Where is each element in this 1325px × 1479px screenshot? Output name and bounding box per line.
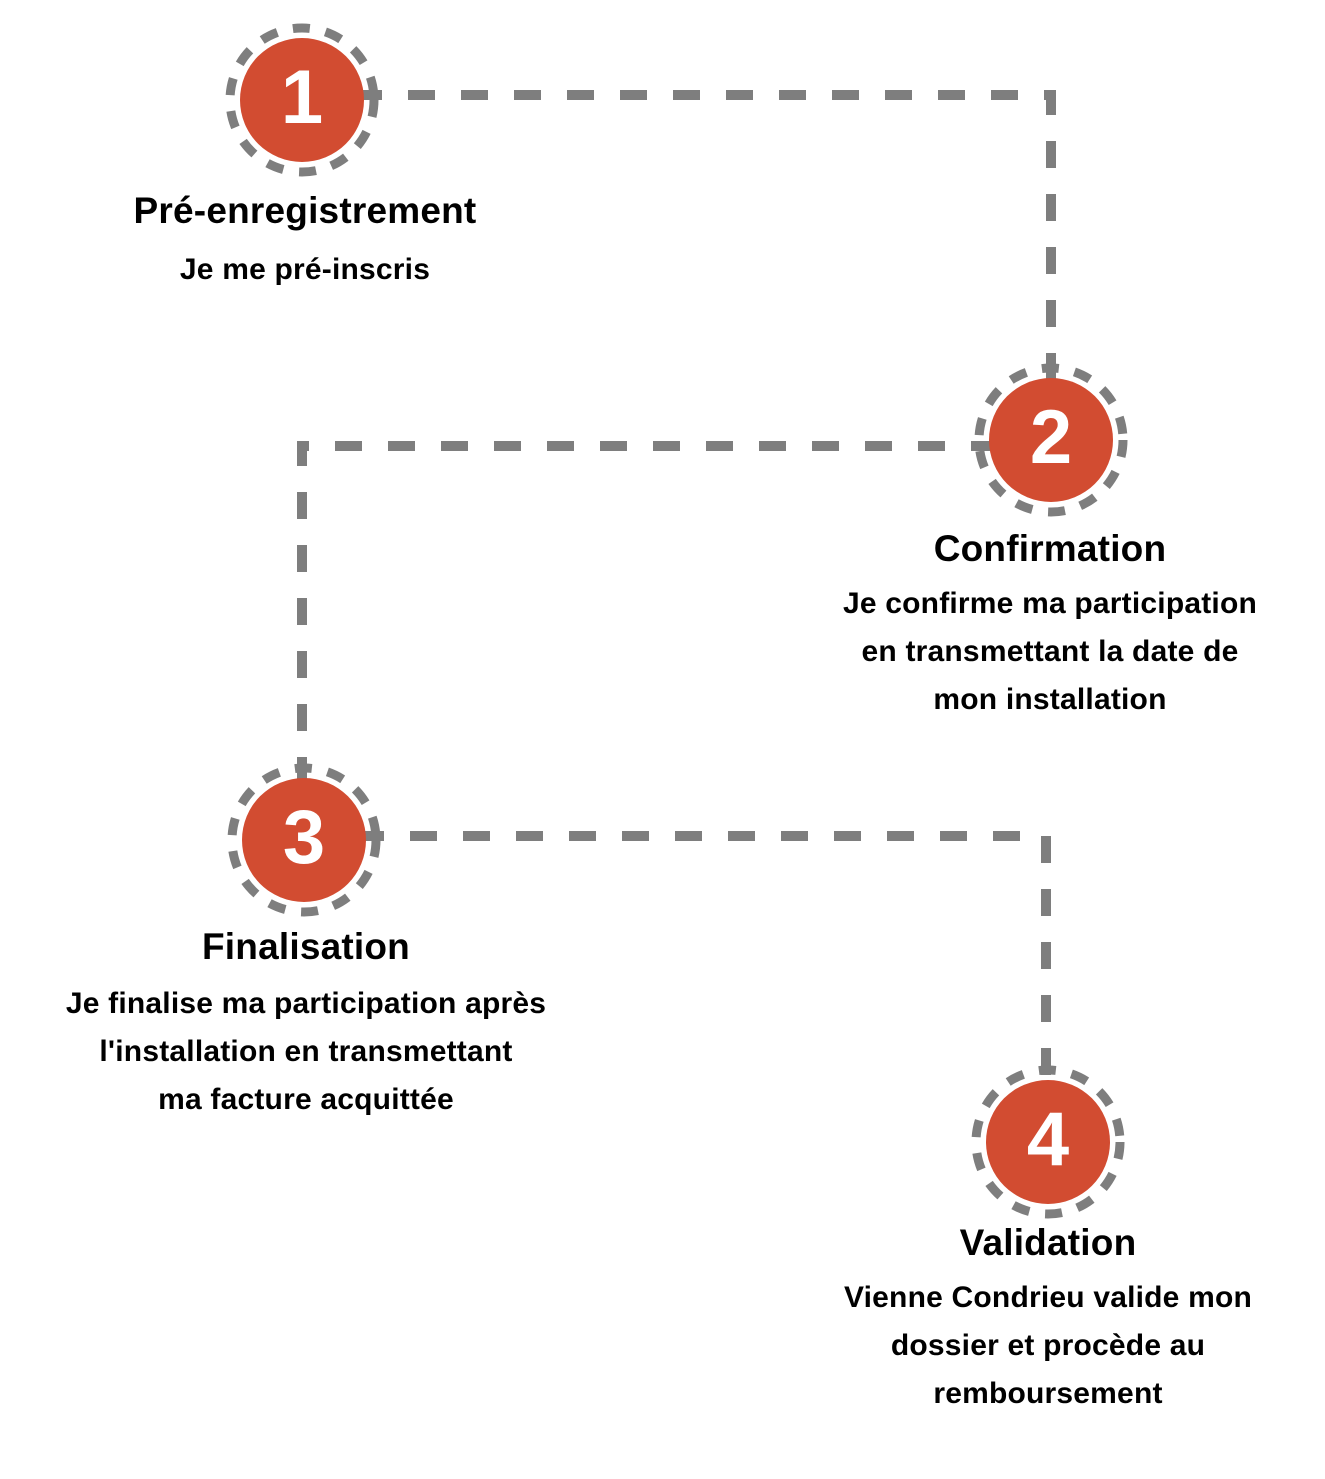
step-subtitle-2-line-3: mon installation bbox=[933, 683, 1167, 716]
step-subtitle-3-line-2: l'installation en transmettant bbox=[99, 1035, 513, 1068]
step-circle-1: 1 bbox=[240, 38, 364, 162]
step-subtitle-4: Vienne Condrieu valide mon dossier et pr… bbox=[770, 1274, 1325, 1418]
connector-step3-step4 bbox=[304, 831, 1051, 1142]
step-subtitle-2: Je confirme ma participation en transmet… bbox=[772, 580, 1325, 724]
step-subtitle-4-line-2: dossier et procède au bbox=[890, 1329, 1206, 1362]
step-number-4: 4 bbox=[1026, 1097, 1070, 1182]
step-circle-2: 2 bbox=[989, 378, 1113, 502]
step-ring-2 bbox=[974, 363, 1128, 517]
step-subtitle-3-line-1: Je finalise ma participation après bbox=[65, 987, 547, 1020]
step-title-1: Pré-enregistrement bbox=[133, 190, 477, 231]
step-title-4: Validation bbox=[959, 1222, 1137, 1263]
step-subtitle-3-line-3: ma facture acquittée bbox=[158, 1083, 454, 1116]
connector-step1-step2 bbox=[302, 90, 1056, 440]
step-title-2: Confirmation bbox=[933, 528, 1167, 569]
step-number-3: 3 bbox=[282, 795, 326, 880]
step-number-1: 1 bbox=[280, 55, 324, 140]
step-subtitle-4-line-3: remboursement bbox=[933, 1377, 1163, 1410]
step-subtitle-2-line-1: Je confirme ma participation bbox=[842, 587, 1258, 620]
step-subtitle-3: Je finalise ma participation après l'ins… bbox=[0, 980, 612, 1124]
step-number-2: 2 bbox=[1029, 395, 1073, 480]
step-title-3: Finalisation bbox=[202, 926, 410, 967]
step-circle-4: 4 bbox=[986, 1080, 1110, 1204]
step-subtitle-1: Je me pré-inscris bbox=[0, 246, 610, 294]
step-subtitle-1-line-1: Je me pré-inscris bbox=[179, 253, 431, 286]
step-subtitle-4-line-1: Vienne Condrieu valide mon bbox=[843, 1281, 1253, 1314]
step-ring-1 bbox=[225, 23, 379, 177]
connector-step2-step3 bbox=[297, 441, 1051, 840]
step-subtitle-2-line-2: en transmettant la date de bbox=[861, 635, 1239, 668]
step-circle-3: 3 bbox=[242, 778, 366, 902]
step-ring-4 bbox=[971, 1065, 1125, 1219]
step-ring-3 bbox=[227, 763, 381, 917]
